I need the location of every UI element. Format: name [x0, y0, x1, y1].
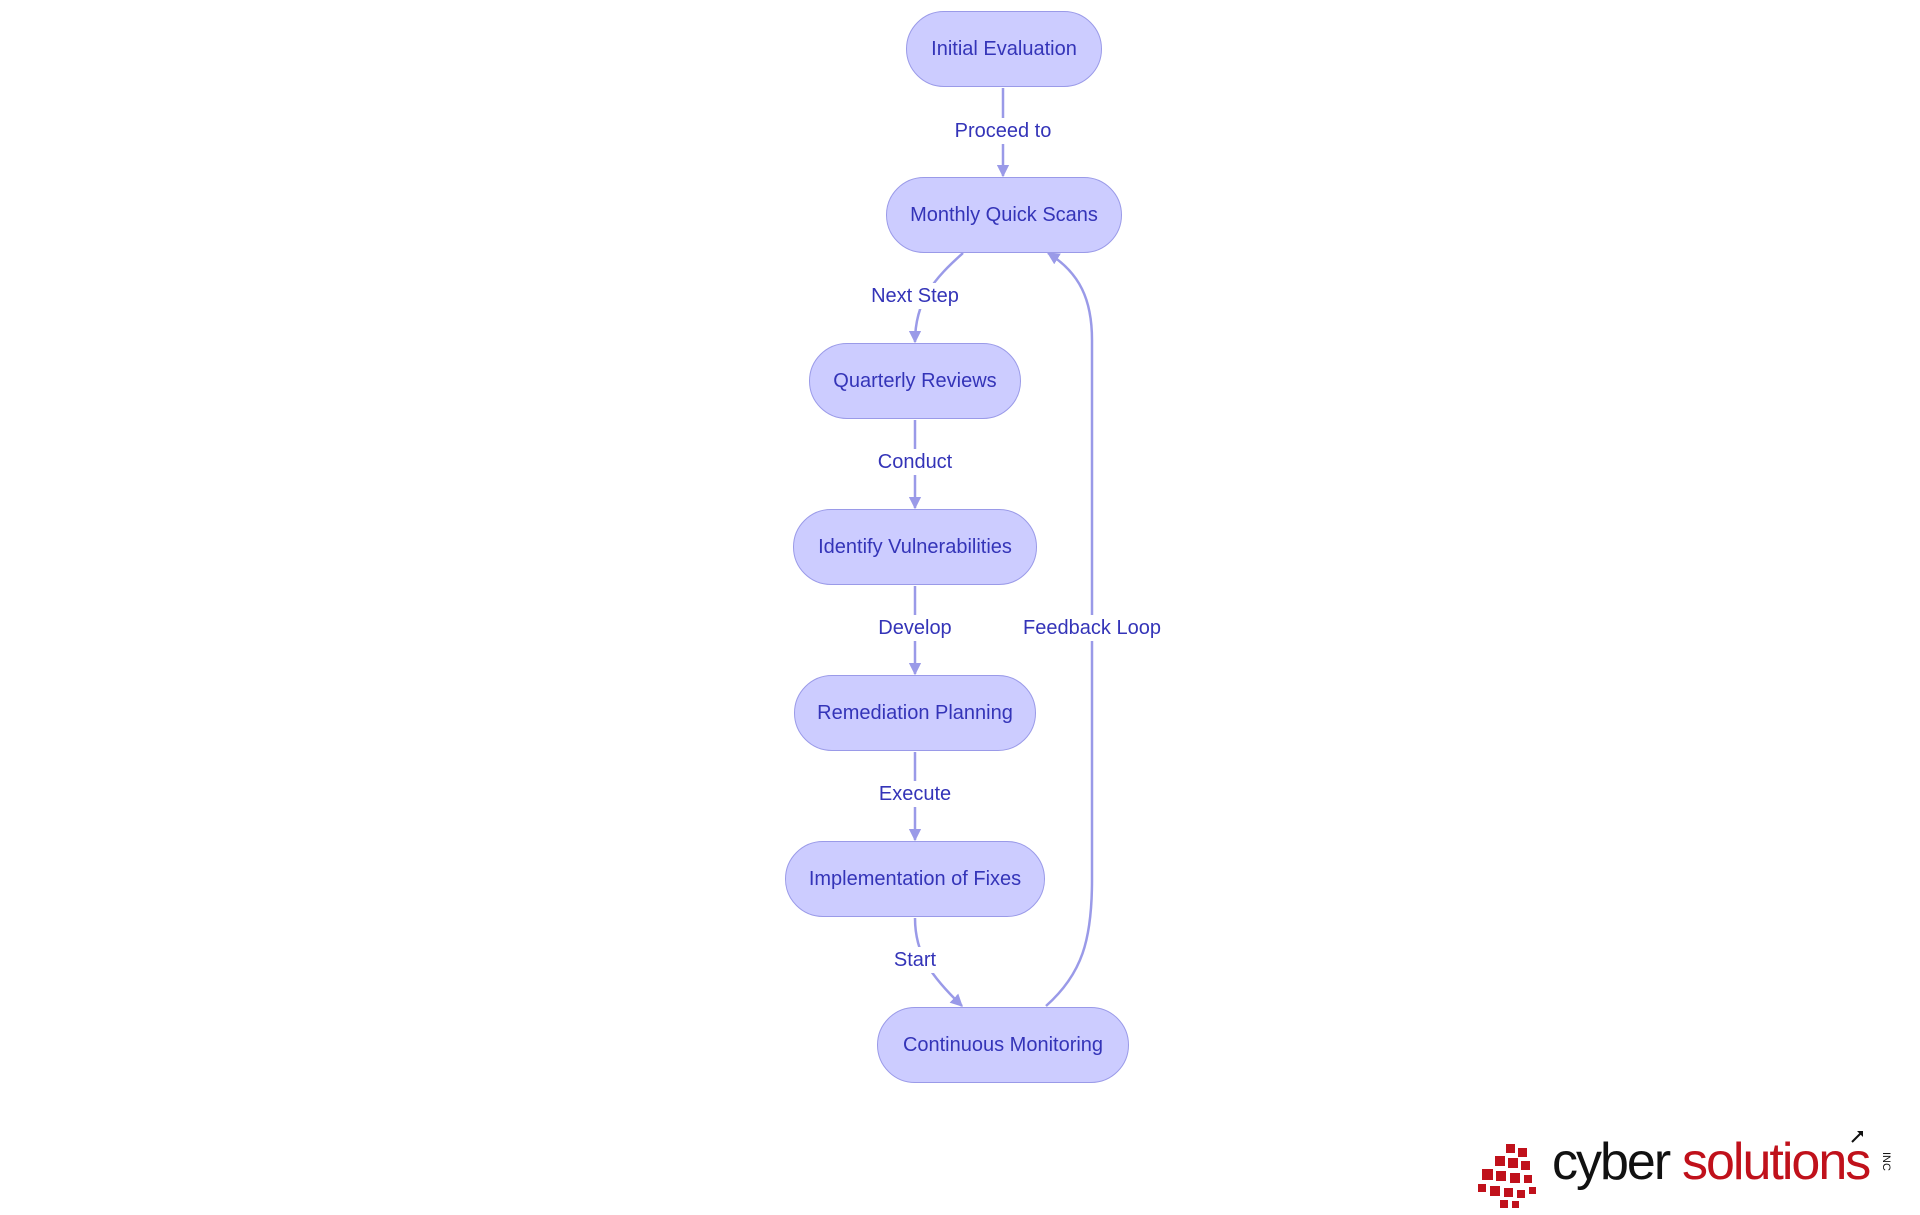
- logo-text-inc: INC: [1880, 1152, 1892, 1171]
- cybersolutions-logo: cyber solutions INC: [1468, 1128, 1898, 1208]
- edge-feedback-loop: [1045, 251, 1094, 1007]
- node-remediation-planning: Remediation Planning: [794, 675, 1036, 751]
- node-quarterly-reviews: Quarterly Reviews: [809, 343, 1021, 419]
- logo-arrow-icon: [1851, 1131, 1863, 1143]
- node-continuous-monitoring: Continuous Monitoring: [877, 1007, 1129, 1083]
- node-initial-evaluation: Initial Evaluation: [906, 11, 1102, 87]
- node-implementation-of-fixes: Implementation of Fixes: [785, 841, 1045, 917]
- edge-label-execute: Execute: [875, 781, 955, 807]
- edge-label-proceed-to: Proceed to: [951, 118, 1055, 144]
- edge-label-develop: Develop: [875, 615, 955, 641]
- logo-squares-icon: [1478, 1144, 1536, 1208]
- edge-label-start: Start: [890, 947, 940, 973]
- logo-text-cyber: cyber: [1552, 1133, 1671, 1191]
- logo-text-solutions: solutions: [1682, 1133, 1871, 1191]
- node-monthly-quick-scans: Monthly Quick Scans: [886, 177, 1122, 253]
- logo-wordmark: cyber solutions INC: [1544, 1128, 1892, 1198]
- node-identify-vulnerabilities: Identify Vulnerabilities: [793, 509, 1037, 585]
- edge-label-feedback-loop: Feedback Loop: [1020, 615, 1164, 641]
- edge-label-next-step: Next Step: [868, 283, 962, 309]
- edge-label-conduct: Conduct: [874, 449, 956, 475]
